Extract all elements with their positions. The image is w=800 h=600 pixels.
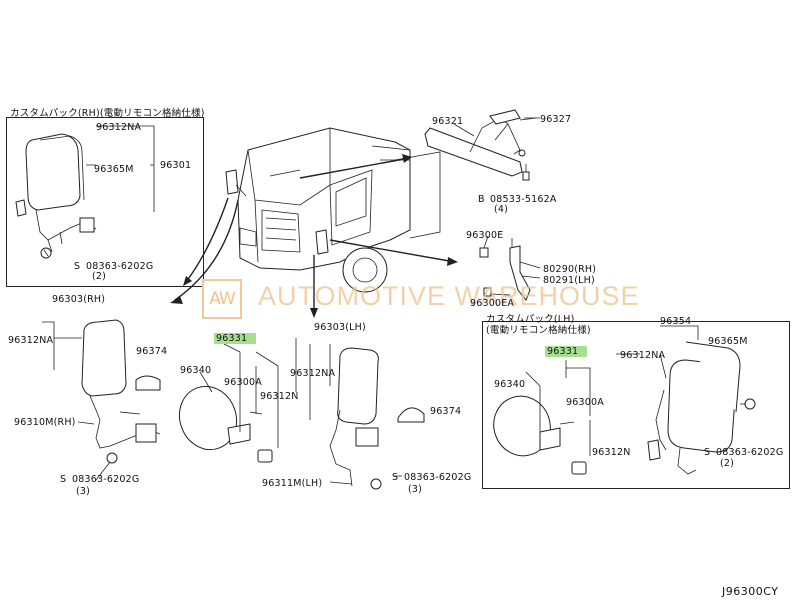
rh-pack-mirror (15, 133, 97, 259)
bolt-symbol: B (478, 194, 485, 205)
lh-box-heading: カスタムパック(LH) (486, 314, 575, 325)
part-label: 96327 (540, 114, 572, 125)
lh-box-subheading: (電動リモコン格納仕様) (486, 325, 591, 336)
part-label: 08533-5162A (490, 194, 557, 205)
part-label: 96321 (432, 116, 464, 127)
part-label: 96303(LH) (314, 322, 366, 333)
screw-symbol: S (60, 474, 67, 485)
highlight-96331-lh (545, 346, 587, 357)
part-label: 96312NA (290, 368, 336, 379)
lower-rh-mirror (81, 319, 161, 464)
lower-mid-glass (179, 343, 279, 463)
part-quantity: (3) (408, 484, 423, 495)
part-label: 08363-6202G (72, 474, 140, 485)
part-label: 80290(RH) (543, 264, 597, 275)
watermark-text: AUTOMOTIVE WAREHOUSE (258, 281, 640, 311)
part-label: 08363-6202G (86, 261, 154, 272)
lh-pack-mirror (493, 341, 756, 475)
part-label: 96303(RH) (52, 294, 106, 305)
part-label: 96312NA (96, 122, 142, 133)
lh-pack-box (482, 321, 790, 489)
highlight-96331-mid (214, 333, 256, 344)
part-label: 08363-6202G (716, 447, 784, 458)
part-label: 96300A (566, 397, 604, 408)
part-label: 96365M (94, 164, 134, 175)
part-label: 96300A (224, 377, 262, 388)
catalog-id: J96300CY (722, 585, 779, 598)
part-label: 96310M(RH) (14, 417, 76, 428)
part-quantity: (2) (92, 271, 107, 282)
part-label: 96340 (494, 379, 526, 390)
part-label: 08363-6202G (404, 472, 472, 483)
part-label: 96374 (136, 346, 168, 357)
part-label: 96374 (430, 406, 462, 417)
part-label: 96300E (466, 230, 504, 241)
rh-pack-box (6, 117, 204, 287)
part-label: 80291(LH) (543, 275, 595, 286)
part-quantity: (4) (494, 204, 509, 215)
part-label: 96312NA (8, 335, 54, 346)
leader-lines (42, 117, 699, 485)
rh-box-heading: カスタムパック(RH)(電動リモコン格納仕様) (10, 108, 205, 119)
screw-symbol: S (392, 472, 399, 483)
watermark-logo: AW (202, 279, 242, 319)
screw-symbol: S (704, 447, 711, 458)
part-label: 96340 (180, 365, 212, 376)
screw-symbol: S (74, 261, 81, 272)
part-quantity: (3) (76, 486, 91, 497)
part-label: 96312NA (620, 350, 666, 361)
rearview-mirror (424, 109, 537, 181)
part-label: 96300EA (470, 298, 515, 309)
truck-illustration (225, 127, 441, 293)
side-parts (479, 245, 541, 301)
part-label: 96301 (160, 160, 192, 171)
part-label: 96354 (660, 316, 692, 327)
part-quantity: (2) (720, 458, 735, 469)
lower-lh-mirror (309, 344, 425, 490)
part-label: 96311M(LH) (262, 478, 323, 489)
callout-arrows (170, 154, 458, 318)
part-label: 96312N (592, 447, 631, 458)
part-label: 96365M (708, 336, 748, 347)
part-label: 96312N (260, 391, 299, 402)
part-label-highlighted: 96331 (547, 346, 579, 357)
part-label-highlighted: 96331 (216, 333, 248, 344)
